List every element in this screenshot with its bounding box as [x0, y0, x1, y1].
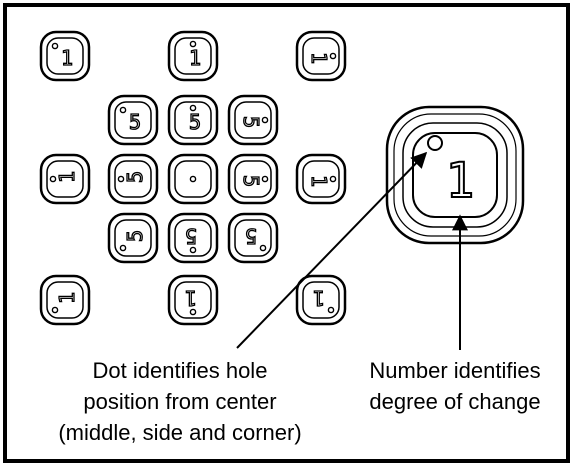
- number-caption-line-1: Number identifies: [369, 358, 540, 383]
- piece-number: 5: [123, 230, 147, 242]
- detail-number: 1: [446, 153, 475, 209]
- piece-number: 5: [239, 175, 263, 187]
- piece-number: 1: [55, 171, 79, 183]
- hole-dot: [119, 244, 127, 252]
- hole-dot: [51, 42, 59, 50]
- piece-left-middle: 1: [39, 153, 91, 205]
- piece-in-br: 5: [227, 212, 279, 264]
- piece-tr-corner: 1: [295, 30, 347, 82]
- hole-dot: [49, 175, 57, 183]
- piece-tl-corner: 1: [39, 30, 91, 82]
- hole-dot: [189, 175, 197, 183]
- piece-number: 5: [129, 110, 141, 134]
- dot-caption-line-2: position from center: [83, 389, 276, 414]
- piece-center: [167, 153, 219, 205]
- detail-hole-dot: [427, 135, 443, 151]
- piece-in-tr: 5: [227, 94, 279, 146]
- piece-number: 5: [123, 171, 147, 183]
- dot-pointer-arrow: [236, 151, 428, 349]
- hole-dot: [51, 306, 59, 314]
- piece-br-corner: 1: [295, 274, 347, 326]
- piece-number: 1: [61, 46, 73, 70]
- piece-number: 1: [55, 292, 79, 304]
- piece-number: 1: [313, 286, 325, 310]
- dot-caption-line-1: Dot identifies hole: [93, 358, 268, 383]
- hole-dot: [261, 175, 269, 183]
- piece-number: 1: [307, 175, 331, 187]
- piece-in-right: 5: [227, 153, 279, 205]
- piece-in-left: 5: [107, 153, 159, 205]
- piece-in-bottom: 5: [167, 212, 219, 264]
- detail-piece: 1: [385, 105, 525, 245]
- piece-top-middle: 1: [167, 30, 219, 82]
- hole-dot: [189, 40, 197, 48]
- pieces-grid: 1 1 1 5 5 5 1 5 5 1 5 5 5 1 1 1: [39, 30, 347, 326]
- hole-dot: [327, 306, 335, 314]
- hole-dot: [189, 104, 197, 112]
- piece-bl-corner: 1: [39, 274, 91, 326]
- hole-dot: [117, 175, 125, 183]
- hole-dot: [189, 308, 197, 316]
- number-caption: Number identifies degree of change: [369, 358, 540, 414]
- piece-right-middle: 1: [295, 153, 347, 205]
- piece-in-top: 5: [167, 94, 219, 146]
- piece-number: 5: [245, 224, 257, 248]
- piece-number: 1: [185, 286, 197, 310]
- piece-number: 5: [189, 110, 201, 134]
- hole-dot: [261, 116, 269, 124]
- piece-number: 5: [239, 116, 263, 128]
- piece-in-bl: 5: [107, 212, 159, 264]
- piece-bottom-middle: 1: [167, 274, 219, 326]
- hole-dot: [189, 246, 197, 254]
- hole-dot: [329, 52, 337, 60]
- piece-number: 1: [189, 46, 201, 70]
- piece-number: 5: [185, 224, 197, 248]
- hole-dot: [259, 244, 267, 252]
- piece-in-tl: 5: [107, 94, 159, 146]
- dot-caption: Dot identifies hole position from center…: [58, 358, 301, 445]
- number-caption-line-2: degree of change: [369, 389, 540, 414]
- piece-number: 1: [307, 52, 331, 64]
- hole-dot: [119, 106, 127, 114]
- dot-caption-line-3: (middle, side and corner): [58, 420, 301, 445]
- hole-dot: [329, 175, 337, 183]
